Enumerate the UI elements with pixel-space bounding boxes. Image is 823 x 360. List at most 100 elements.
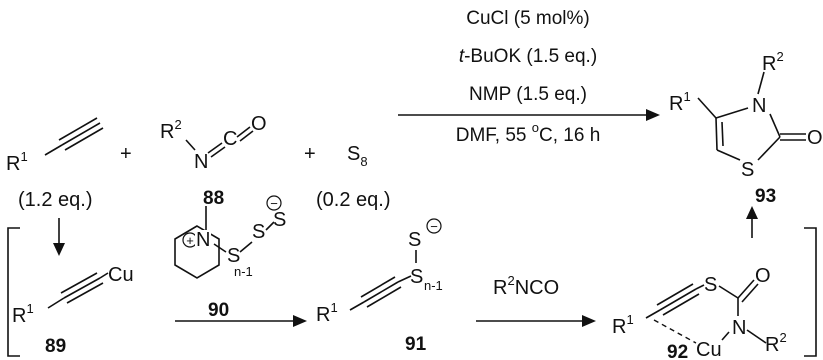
91-s-main: S (410, 266, 423, 288)
89-cu: Cu (108, 264, 134, 286)
90-bond-s-s (239, 241, 253, 253)
arrow-up-head (746, 206, 758, 219)
product-bond-n-c2 (769, 113, 781, 138)
arrow-89-91-head (293, 315, 307, 327)
compound-number-88: 88 (203, 188, 224, 209)
92-bond-n-r2 (746, 329, 767, 344)
91-minus-sign: − (430, 219, 438, 234)
compound-number-90: 90 (208, 300, 229, 321)
89-bond-cu (99, 272, 109, 279)
92-bond (645, 309, 661, 319)
intermediate-90: + N S S S n-1 − 90 (174, 195, 286, 321)
90-s-sub: n-1 (234, 264, 253, 279)
product-thiazolone: R1 N R2 S O 93 (669, 49, 823, 207)
isocyanate-c: C (223, 128, 237, 150)
right-bracket (804, 227, 817, 357)
89-triple-1 (63, 277, 101, 299)
product-o: O (807, 127, 823, 149)
product-bond-s-c2 (757, 136, 781, 161)
product-bond-c4-c5-double (721, 121, 724, 147)
90-s1: S (227, 245, 240, 267)
alkyne-equiv: (1.2 eq.) (18, 189, 92, 211)
92-bond-c-o-b (741, 283, 759, 303)
91-triple-3 (366, 286, 402, 308)
alkyne-triple-1 (61, 122, 101, 146)
product-bond-n-r2 (757, 71, 765, 95)
product-n: N (752, 95, 766, 117)
reaction-conditions: CuCl (5 mol%) t-BuOK (1.5 eq.) NMP (1.5 … (456, 8, 601, 146)
compound-number-93: 93 (755, 186, 776, 207)
product-bond-c4-n (715, 107, 749, 119)
92-o: O (755, 265, 771, 287)
sulfur-label: S8 (347, 143, 368, 169)
90-s3: S (273, 209, 286, 231)
89-triple-2 (60, 272, 98, 294)
intermediate-92: R1 S O N R2 Cu 92 (612, 265, 787, 360)
isocyanate-o: O (251, 113, 267, 135)
arrow-91-92-head (582, 315, 596, 327)
isocyanate-bond-co-a (236, 126, 251, 138)
92-bond-n-cu (721, 331, 730, 341)
89-triple-3 (66, 282, 104, 304)
90-n-backdrop (195, 230, 211, 250)
isocyanate-bond-nc-a (207, 142, 223, 154)
isocyanate-bond-nc-b (210, 146, 226, 158)
reactant-sulfur: S8 (0.2 eq.) (316, 143, 390, 211)
92-s: S (704, 274, 717, 296)
condition-solvent-temp: DMF, 55 oC, 16 h (456, 120, 601, 146)
92-bond-c-o-a (737, 279, 755, 299)
92-n: N (732, 317, 746, 339)
89-bond (47, 297, 65, 309)
reactant-alkyne: R1 (1.2 eq.) (6, 117, 104, 211)
isocyanate-n: N (194, 151, 208, 173)
90-minus-charge (266, 195, 282, 211)
product-r1-label: R1 (669, 89, 691, 115)
product-bond-c4-c5 (715, 117, 718, 151)
90-bond-n-s (213, 243, 227, 253)
90-piperidine-ring (174, 225, 220, 279)
isocyanate-bond-rn (185, 139, 196, 151)
isocyanate-r-label: R2 (160, 117, 182, 143)
90-plus-sign: + (186, 233, 194, 248)
left-bracket (7, 227, 20, 357)
isocyanate-bond-co-b (239, 130, 254, 142)
alkyne-triple-2 (58, 117, 98, 141)
92-r2-label: R2 (765, 330, 787, 356)
sulfur-equiv: (0.2 eq.) (316, 189, 390, 211)
91-s-sub: n-1 (424, 278, 443, 293)
compound-number-91: 91 (405, 334, 427, 355)
89-r-label: R1 (12, 301, 34, 327)
compound-number-89: 89 (45, 336, 66, 357)
plus-sign-1: + (120, 143, 132, 165)
main-arrow-head (646, 109, 660, 121)
92-bond-c-s (695, 284, 705, 290)
condition-additive: NMP (1.5 eq.) (469, 84, 587, 105)
reagent-r2nco: R2NCO (493, 273, 559, 299)
92-triple-1 (659, 288, 697, 311)
product-bond-r1-c4 (697, 97, 717, 119)
condition-base: t-BuOK (1.5 eq.) (459, 46, 597, 67)
product-r2-label: R2 (762, 49, 784, 75)
92-triple-2 (656, 283, 694, 306)
alkyne-bond (44, 144, 63, 156)
alkyne-triple-3 (64, 127, 104, 151)
92-triple-3 (662, 293, 700, 316)
alkyne-r-label: R1 (6, 149, 28, 175)
90-n: N (196, 229, 210, 251)
91-bond-c-s (397, 275, 412, 283)
92-r1-label: R1 (612, 312, 634, 338)
90-bond-s-s2 (265, 221, 275, 231)
91-triple-2 (360, 276, 396, 298)
intermediate-91: R1 S n-1 S − 91 (316, 218, 443, 355)
compound-number-92: 92 (667, 342, 688, 360)
92-cu: Cu (696, 339, 722, 360)
90-s2: S (252, 221, 265, 243)
product-bond-c5-s (716, 149, 741, 161)
90-minus-sign: − (270, 196, 278, 211)
intermediate-89: R1 Cu 89 (12, 264, 134, 357)
product-s: S (741, 159, 754, 181)
condition-catalyst: CuCl (5 mol%) (466, 8, 590, 29)
91-minus-charge (426, 218, 442, 234)
